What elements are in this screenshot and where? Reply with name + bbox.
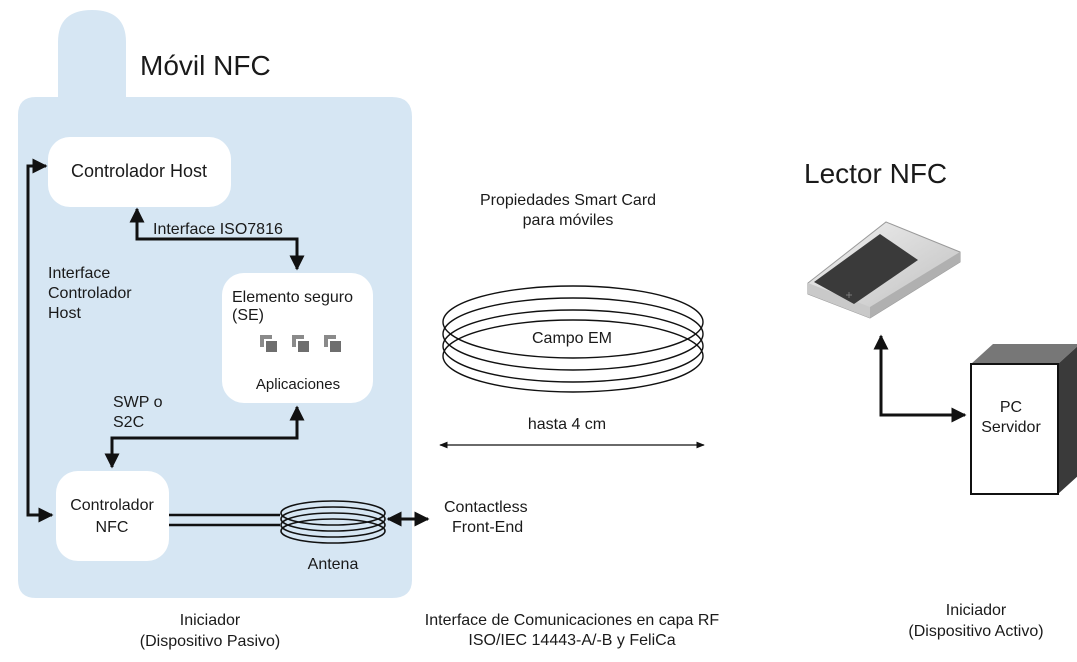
pc-server-label-2: Servidor bbox=[981, 419, 1041, 436]
em-field-label: Campo EM bbox=[532, 330, 612, 347]
antenna-coil bbox=[280, 500, 386, 544]
reader-pc-connector bbox=[873, 334, 967, 423]
mobile-title: Móvil NFC bbox=[140, 50, 271, 81]
smartcard-label-1: Propiedades Smart Card bbox=[480, 192, 656, 209]
antenna-label: Antena bbox=[308, 556, 359, 573]
swp-connector bbox=[104, 405, 305, 469]
host-interface-label-2: Controlador bbox=[48, 285, 132, 302]
app-icon bbox=[260, 335, 277, 352]
host-interface-label-3: Host bbox=[48, 305, 81, 322]
distance-label: hasta 4 cm bbox=[528, 416, 606, 433]
em-field-rings bbox=[442, 285, 704, 393]
smartcard-label-2: para móviles bbox=[523, 212, 614, 229]
nfc-reader-device bbox=[807, 221, 961, 319]
reader-role-label-1: Iniciador bbox=[946, 602, 1007, 619]
swp-label-2: S2C bbox=[113, 414, 144, 431]
applications-label: Aplicaciones bbox=[256, 376, 340, 393]
contactless-label-1: Contactless bbox=[444, 499, 528, 516]
reader-role-label-2: (Dispositivo Activo) bbox=[908, 623, 1043, 640]
contactless-label-2: Front-End bbox=[452, 519, 523, 536]
iso7816-connector bbox=[129, 207, 305, 271]
swp-label-1: SWP o bbox=[113, 394, 163, 411]
host-interface-connector bbox=[26, 158, 54, 523]
pc-server-icon bbox=[970, 344, 1077, 495]
mobile-role-label-2: (Dispositivo Pasivo) bbox=[140, 633, 280, 650]
app-icon bbox=[324, 335, 341, 352]
rf-interface-label-2: ISO/IEC 14443-A/-B y FeliCa bbox=[468, 632, 675, 649]
nfc-controller-box bbox=[56, 471, 169, 561]
nfc-controller-label-2: NFC bbox=[96, 519, 129, 536]
host-interface-label-1: Interface bbox=[48, 265, 110, 282]
secure-element-label-1: Elemento seguro bbox=[232, 289, 353, 306]
pc-server-label-1: PC bbox=[1000, 399, 1022, 416]
host-controller-label: Controlador Host bbox=[71, 161, 207, 181]
host-controller-box bbox=[48, 137, 231, 207]
mobile-role-label-1: Iniciador bbox=[180, 612, 241, 629]
reader-title: Lector NFC bbox=[804, 158, 947, 189]
iso7816-label: Interface ISO7816 bbox=[153, 221, 283, 238]
secure-element-label-2: (SE) bbox=[232, 307, 264, 324]
app-icon bbox=[292, 335, 309, 352]
rf-interface-label-1: Interface de Comunicaciones en capa RF bbox=[425, 612, 720, 629]
nfc-controller-label-1: Controlador bbox=[70, 497, 154, 514]
